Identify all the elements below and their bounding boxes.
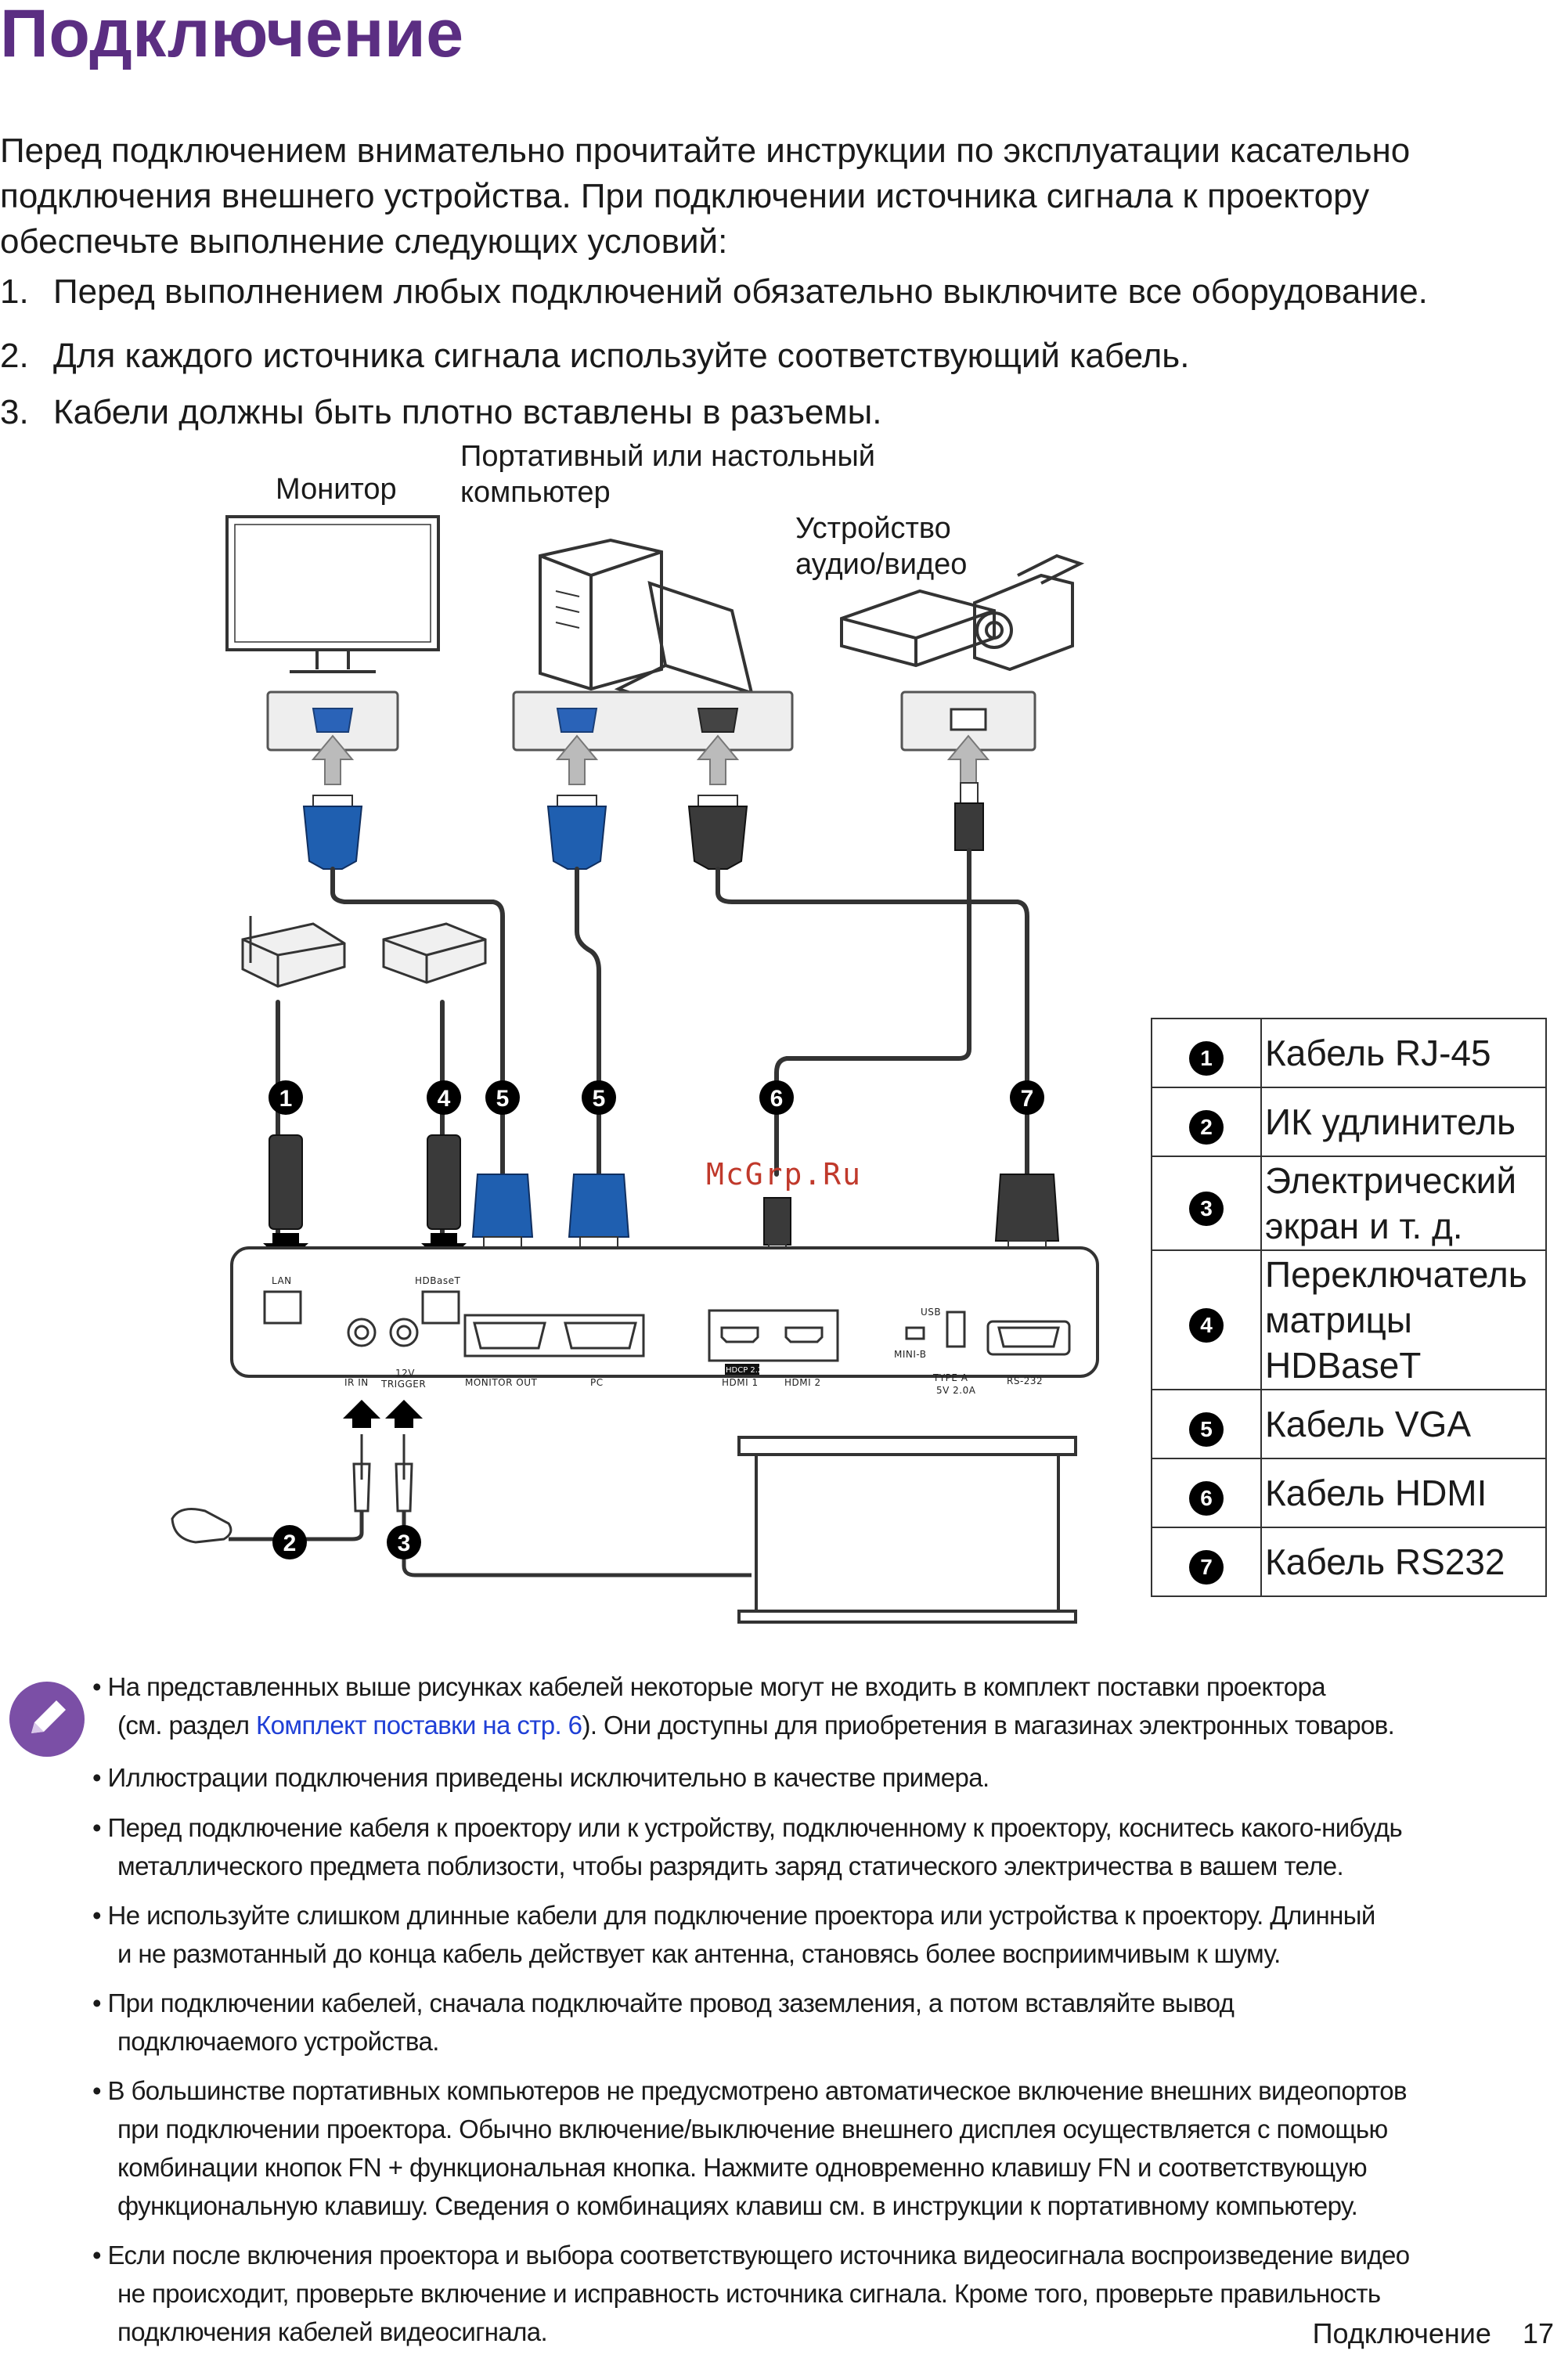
callout-number: 7 [1021,1086,1034,1112]
router-icon [241,922,346,988]
step-text: Кабели должны быть плотно вставлены в ра… [53,393,882,431]
note-item: • При подключении кабелей, сначала подкл… [92,1988,1235,2056]
intro-line: обеспечьте выполнение следующих условий: [0,222,728,261]
port-label: RS-232 [1007,1376,1043,1386]
note-item: • В большинстве портативных компьютеров … [92,2076,1408,2220]
page-footer: Подключение 17 [1313,2317,1554,2350]
port-label: MINI-B [894,1349,927,1360]
av-device-label: аудио/видео [795,548,968,581]
footer-section: Подключение [1312,2317,1491,2349]
step-number: 1. [0,272,29,311]
legend-number: 4 [1189,1308,1224,1343]
step-text: Для каждого источника сигнала используйт… [53,337,1190,375]
callout-number: 5 [496,1086,510,1112]
hdbaset-port [421,1290,460,1325]
legend-label: ИК удлинитель [1260,1087,1547,1157]
callout-number: 5 [593,1086,606,1112]
port-label: HDMI 2 [784,1377,821,1388]
step-item: 2. Для каждого источника сигнала использу… [0,337,1189,376]
port-label: USB [921,1307,941,1318]
port-label: TRIGGER [380,1379,426,1390]
callout-number: 2 [283,1531,297,1556]
legend-number: 6 [1189,1481,1224,1516]
page-title: Подключение [0,0,464,71]
port-label: LAN [272,1275,292,1286]
callout-number: 1 [279,1086,293,1112]
av-device-label: Устройство [795,512,951,545]
callout-number: 6 [770,1086,784,1112]
legend-row: 2 ИК удлинитель [1151,1087,1547,1157]
contents-link[interactable]: Комплект поставки на стр. 6 [256,1711,582,1740]
computer-label: компьютер [460,476,611,509]
callout-number: 3 [398,1531,411,1556]
note-item: • Иллюстрации подключения приведены искл… [92,1763,989,1792]
watermark: McGrp.Ru [706,1157,863,1192]
legend-number: 5 [1189,1412,1224,1447]
ir-receiver-icon [171,1508,232,1544]
legend-row: 6 Кабель HDMI [1151,1458,1547,1528]
computer-port-plate [512,690,794,752]
port-label: 12V [395,1368,415,1379]
legend-label: Кабель VGA [1260,1389,1547,1459]
step-text: Перед выполнением любых подключений обяз… [53,272,1428,311]
usb-mini-port [905,1326,925,1340]
hdcp-badge: HDCP 2.2 [726,1366,762,1375]
legend-row: 7 Кабель RS232 [1151,1527,1547,1597]
note-item: • Не используйте слишком длинные кабели … [92,1901,1375,1968]
port-label: IR IN [344,1377,369,1388]
port-label: MONITOR OUT [465,1377,537,1388]
monitor-icon [225,515,440,651]
legend-label: Кабель RJ-45 [1260,1018,1547,1088]
legend-number: 3 [1189,1192,1224,1226]
note-item: • Перед подключение кабеля к проектору и… [92,1813,1403,1880]
lan-port [263,1290,302,1325]
desktop-computer-icon [539,538,663,691]
legend-row: 5 Кабель VGA [1151,1389,1547,1459]
legend-label: Кабель HDMI [1260,1458,1547,1528]
step-number: 2. [0,337,29,375]
intro-line: подключения внешнего устройства. При под… [0,177,1370,215]
connection-diagram: LAN HDBaseT IR IN 12V TRIGGER MONITOR OU… [171,515,1099,1624]
port-label: HDMI 1 [722,1377,759,1388]
computer-label: Портативный или настольный [460,440,875,473]
legend-number: 2 [1189,1110,1224,1145]
projection-screen-icon [737,1436,1077,1624]
page-number: 17 [1522,2317,1554,2349]
port-label: PC [590,1377,604,1388]
step-item: 3. Кабели должны быть плотно вставлены в … [0,393,882,432]
callout-number: 4 [438,1086,451,1112]
port-label: TYPE A [932,1372,968,1383]
dvd-player-icon [840,589,996,668]
legend-number: 1 [1189,1041,1224,1076]
camcorder-icon [973,573,1074,672]
cable-legend-table: 1 Кабель RJ-45 2 ИК удлинитель 3 Электричес… [1151,1018,1547,1597]
projector-rear-panel [230,1246,1099,1378]
port-label: HDBaseT [415,1275,460,1286]
step-number: 3. [0,393,29,431]
pencil-icon [9,1682,85,1757]
note-item: • Если после включения проектора и выбор… [92,2241,1410,2346]
note-item: • На представленных выше рисунках кабеле… [92,1672,1395,1740]
step-item: 1. Перед выполнением любых подключений об… [0,272,1428,312]
usb-a-port [946,1311,966,1348]
legend-label: Кабель RS232 [1260,1527,1547,1597]
monitor-label: Монитор [276,473,397,506]
legend-row: 1 Кабель RJ-45 [1151,1018,1547,1088]
intro-line: Перед подключением внимательно прочитайт… [0,132,1411,170]
port-label: 5V 2.0A [936,1385,976,1396]
legend-number: 7 [1189,1550,1224,1585]
